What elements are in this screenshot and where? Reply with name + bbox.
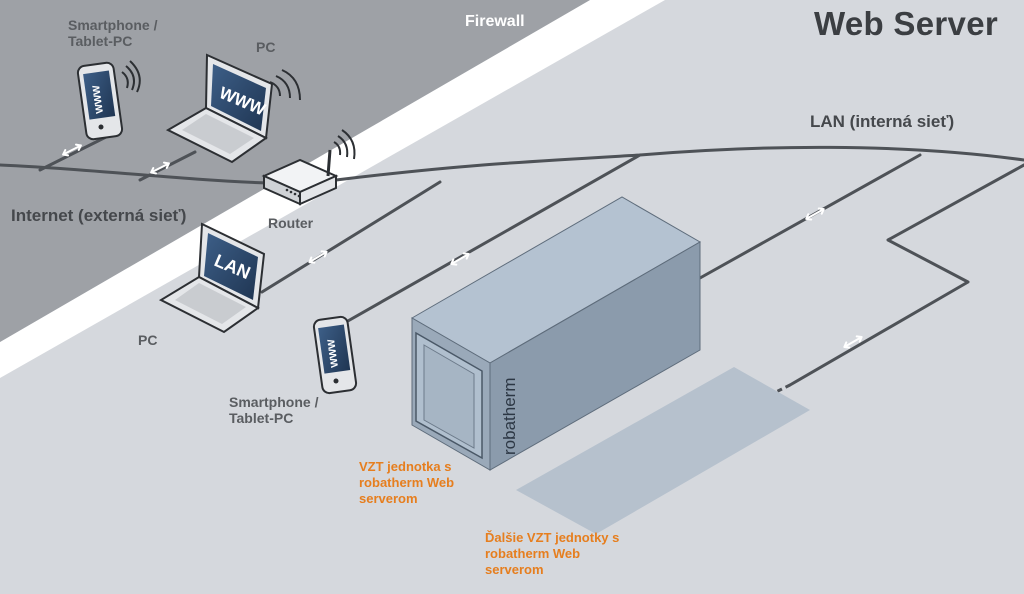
- cable-pc-internal: [260, 180, 442, 294]
- additional-units-footprint: [516, 367, 810, 534]
- cable-additional-dashed: [763, 383, 791, 400]
- smartphone-external-label: Smartphone / Tablet-PC: [68, 17, 158, 49]
- router-icon: [261, 129, 356, 206]
- cable-smartphone-internal: [330, 153, 642, 332]
- router-label: Router: [268, 215, 314, 231]
- smartphone-internal-label: Smartphone / Tablet-PC: [229, 394, 319, 426]
- ahu-front-panel-inner: [423, 344, 475, 449]
- data-flow-arrows: [62, 143, 863, 349]
- network-cables: [0, 133, 1024, 387]
- firewall-label: Firewall: [465, 13, 525, 30]
- ahu-brand: robatherm: [500, 378, 519, 455]
- additional-units-label: Ďalšie VZT jednotky s robatherm Web serv…: [485, 530, 620, 577]
- internet-cable: [0, 163, 270, 185]
- ahu-label: VZT jednotka s robatherm Web serverom: [359, 459, 455, 506]
- smartphone-external-icon: WWW: [76, 60, 141, 141]
- svg-text:WWW: WWW: [91, 84, 106, 114]
- pc-internal-icon: LAN: [158, 222, 266, 334]
- pc-internal-label: PC: [138, 332, 158, 348]
- ahu-side-face: [489, 241, 701, 471]
- pc-external-icon: WWW: [165, 53, 301, 164]
- cable-additional: [788, 163, 1024, 387]
- cable-smartphone-external: [38, 133, 112, 172]
- ahu-unit: robatherm: [410, 196, 702, 471]
- svg-text:WWW: WWW: [326, 338, 341, 368]
- page-title: Web Server: [814, 5, 998, 42]
- lan-zone-label: LAN (interná sieť): [810, 112, 955, 131]
- internet-zone-label: Internet (externá sieť): [11, 206, 187, 225]
- pc-external-label: PC: [256, 39, 276, 55]
- smartphone-internal-icon: WWW: [312, 315, 358, 395]
